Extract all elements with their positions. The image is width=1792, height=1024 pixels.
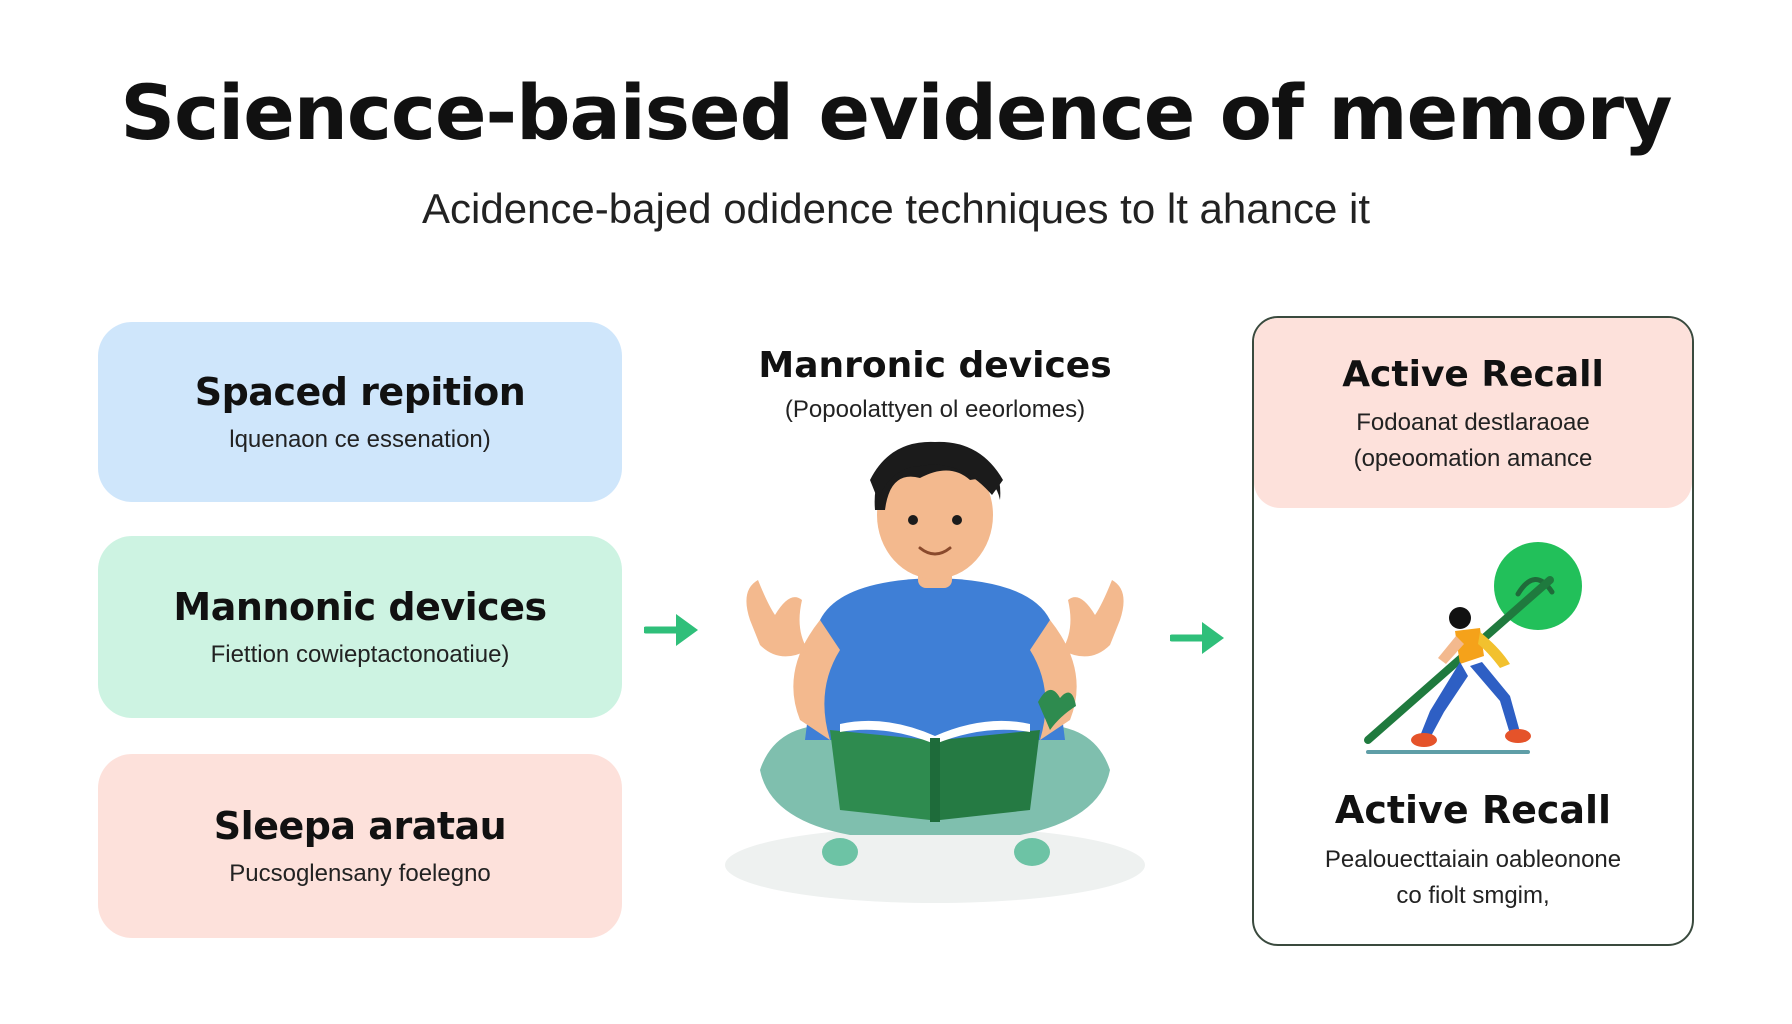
arrow-right-icon (1170, 622, 1224, 654)
panel-text: Fodoanat destlaraoae (1356, 408, 1590, 436)
page-title: Sciencce-baised evidence of memory (120, 68, 1672, 157)
card-subtitle: lquenaon ce essenation) (229, 426, 491, 453)
active-recall-panel: Active Recall Fodoanat destlaraoae (opeo… (1252, 316, 1694, 946)
page-subtitle: Acidence-bajed odidence techniques to lt… (422, 185, 1370, 232)
card-title: Sleepa aratau (213, 804, 507, 848)
card-sleep: Sleepa aratau Pucsoglensany foelegno (98, 754, 622, 938)
card-title: Mannonic devices (173, 585, 547, 629)
card-subtitle: Pucsoglensany foelegno (229, 860, 491, 887)
panel-header: Active Recall Fodoanat destlaraoae (opeo… (1254, 318, 1692, 508)
center-title: Manronic devices (758, 345, 1112, 386)
card-spaced-repetition: Spaced repition lquenaon ce essenation) (98, 322, 622, 502)
panel-title: Active Recall (1342, 353, 1604, 395)
center-subtitle: (Popoolattyen ol eeorlomes) (784, 396, 1086, 423)
panel-text: Pealouecttaiain oableonone (1324, 846, 1622, 873)
card-subtitle: Fiettion cowieptactonoatiue) (210, 641, 510, 668)
panel-text: co fiolt smgim, (1396, 882, 1550, 909)
panel-text: (opeoomation amance (1353, 444, 1593, 472)
reading-person-illustration (725, 441, 1145, 903)
runner-illustration (1364, 542, 1582, 754)
arrow-right-icon (644, 614, 698, 646)
panel-title: Active Recall (1334, 788, 1612, 832)
card-title: Spaced repition (194, 370, 526, 414)
card-mnemonic-devices: Mannonic devices Fiettion cowieptactonoa… (98, 536, 622, 718)
panel-footer: Active Recall Pealouecttaiain oableonone… (1254, 788, 1692, 910)
